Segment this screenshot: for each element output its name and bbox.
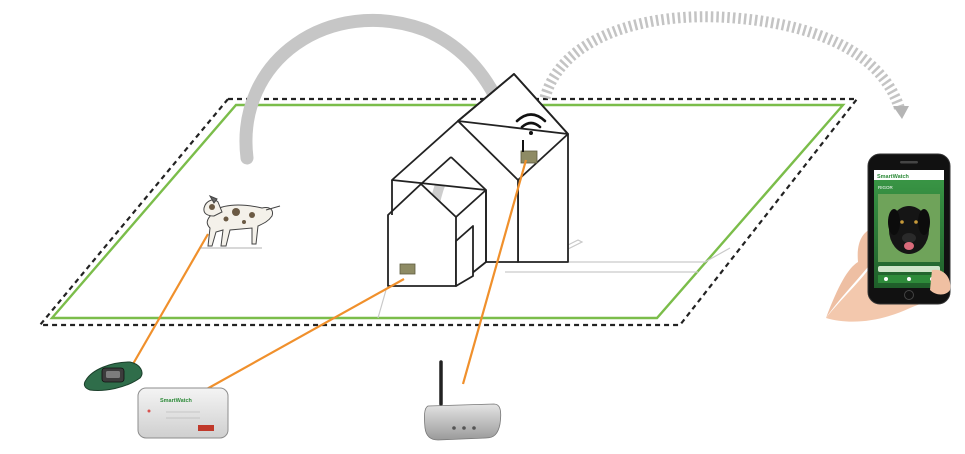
smartphone: SmartWatch RIGOR	[826, 153, 951, 322]
base-station: SmartWatch	[137, 387, 229, 439]
pet-name: RIGOR	[878, 185, 894, 190]
dog	[200, 194, 281, 249]
app-brand: SmartWatch	[877, 174, 910, 180]
wifi-router	[424, 360, 502, 441]
link-house-to-router	[461, 159, 528, 385]
cloud-arc-to-phone	[539, 11, 906, 112]
yard-boundary	[49, 103, 846, 320]
gps-collar	[83, 361, 143, 391]
hand	[826, 228, 872, 318]
indoor-sensor-upper	[520, 150, 538, 164]
indoor-sensor-front	[399, 263, 416, 275]
link-dog-to-collar	[132, 233, 209, 365]
house	[387, 73, 569, 287]
link-sensor-to-base	[204, 278, 405, 391]
cloud-arc-head	[893, 106, 909, 119]
base-station-brand: SmartWatch	[160, 398, 193, 404]
arc-arrow-dog-to-house	[239, 14, 504, 165]
wifi-icon	[515, 113, 547, 135]
signal-links	[132, 159, 528, 391]
